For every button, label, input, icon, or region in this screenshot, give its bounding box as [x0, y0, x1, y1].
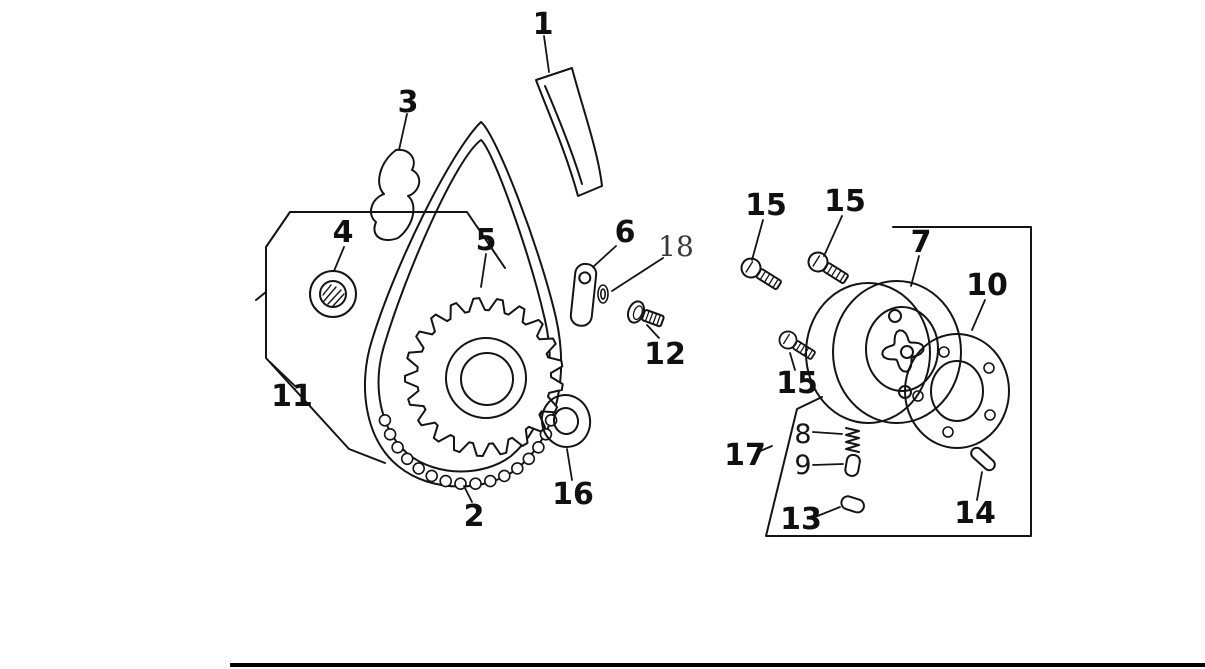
relief-spring: [845, 427, 860, 453]
timing-cover-outline: [255, 211, 506, 464]
callout-15-top: 15: [824, 184, 866, 219]
camshaft-sprocket: [404, 297, 564, 457]
callout-6: 6: [615, 215, 636, 250]
pin: [840, 495, 865, 514]
bushing: [309, 270, 357, 318]
callout-4: 4: [333, 215, 354, 250]
callout-16: 16: [552, 477, 594, 512]
callout-11: 11: [271, 379, 313, 414]
callout-3: 3: [398, 85, 419, 120]
chain-guide: [535, 67, 603, 197]
callout-15-left: 15: [745, 188, 787, 223]
callout-18: 18: [658, 230, 694, 263]
tensioner-slipper: [369, 148, 421, 241]
callout-labels: 1 3 4 5 6 18 12 11 2 16 15 15 15 7 10 8 …: [271, 7, 1008, 537]
dowel-pin: [970, 446, 996, 472]
oil-pump-body: [805, 280, 962, 424]
bolt-12: [627, 300, 665, 328]
pump-rotor-plate: [904, 333, 1010, 449]
timing-chain: [363, 121, 563, 491]
callout-5: 5: [476, 223, 497, 258]
washer: [597, 284, 609, 304]
screw-15-left: [740, 257, 782, 290]
enclosure-box: [765, 226, 1032, 537]
tensioner-arm: [569, 262, 598, 327]
callout-9: 9: [794, 450, 811, 481]
leader-lines: [269, 35, 986, 518]
callout-2: 2: [464, 499, 485, 534]
callout-10: 10: [966, 268, 1008, 303]
relief-plunger: [844, 453, 861, 477]
callout-12: 12: [644, 337, 686, 372]
callout-15-lower: 15: [776, 366, 818, 401]
callout-7: 7: [911, 225, 932, 260]
screw-15-lower: [778, 330, 816, 360]
chain-rollers: [378, 413, 558, 491]
seal-ring: [540, 394, 592, 448]
callout-14: 14: [954, 496, 996, 531]
callout-17: 17: [724, 438, 766, 473]
bottom-border-line: [230, 663, 1205, 667]
screw-15-top: [807, 251, 849, 284]
callout-8: 8: [794, 419, 811, 450]
callout-1: 1: [533, 7, 554, 42]
callout-13: 13: [780, 502, 822, 537]
